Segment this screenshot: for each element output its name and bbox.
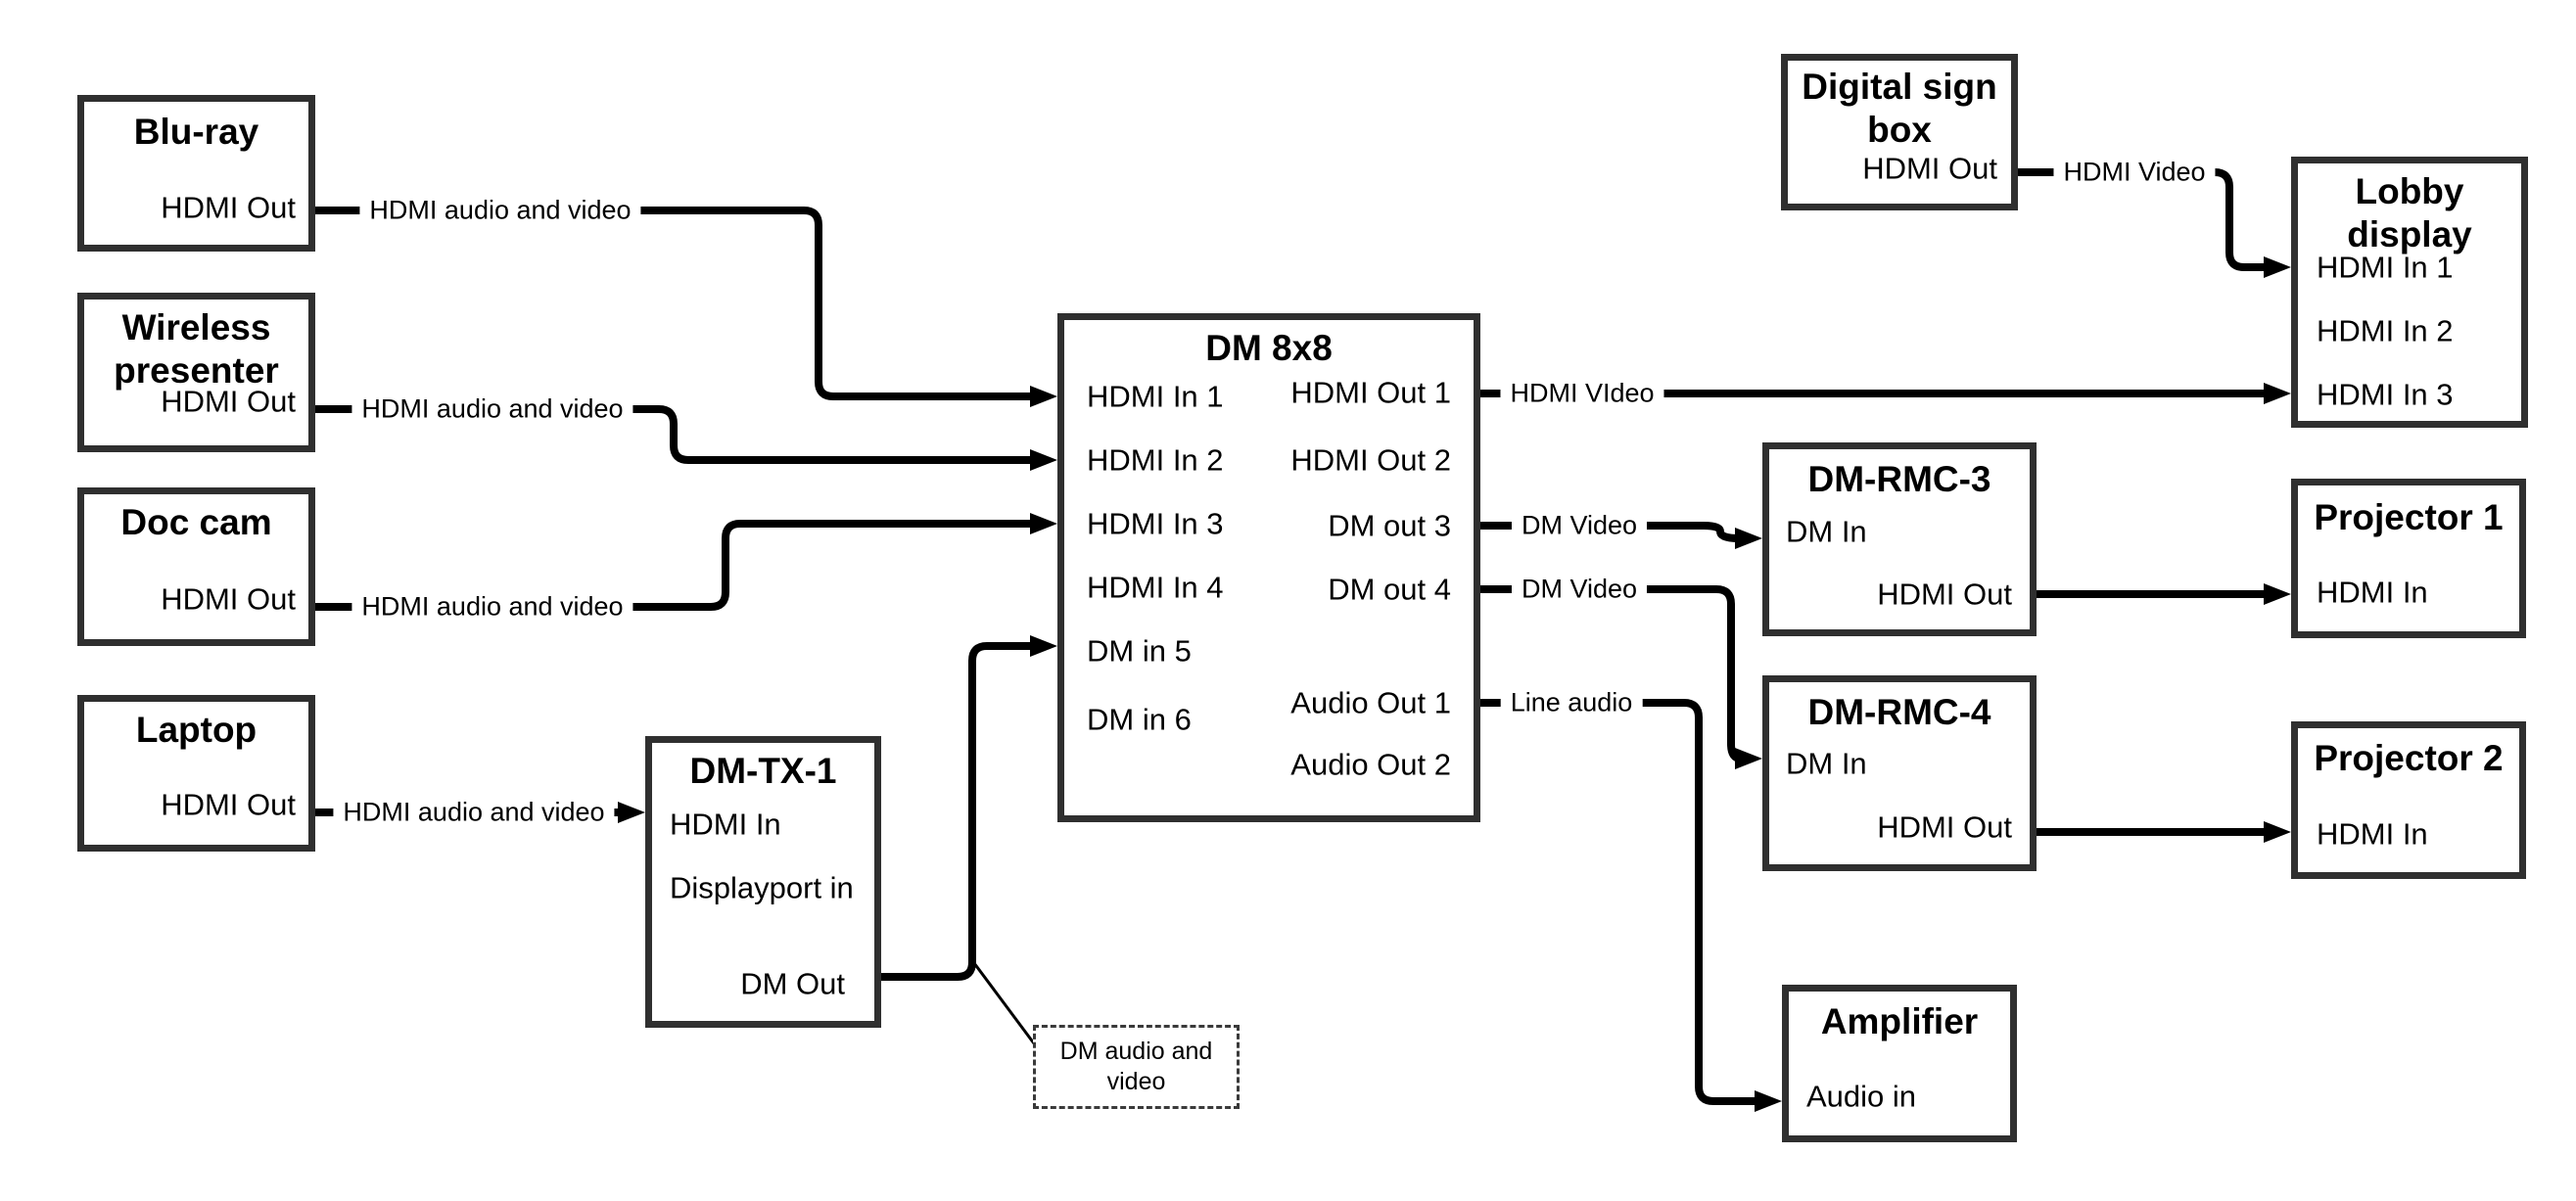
port-dmtx1-dm-out: DM Out xyxy=(740,966,845,1001)
port-dmtx1-hdmi-in: HDMI In xyxy=(670,807,781,842)
port-dm8x8-dm-out-3: DM out 3 xyxy=(1328,508,1451,543)
wire-label-hdmi-video-sign: HDMI Video xyxy=(2053,155,2216,190)
node-bluray-title: Blu-ray xyxy=(133,112,259,152)
port-wireless-hdmi-out: HDMI Out xyxy=(161,384,296,419)
wire-doccam-to-hdmi-in-3 xyxy=(315,520,1034,611)
port-lobby-hdmi-in-3: HDMI In 3 xyxy=(2317,377,2454,412)
arrow-icon xyxy=(2264,256,2291,278)
port-dmrmc4-hdmi-out: HDMI Out xyxy=(1877,809,2012,845)
note-text: DM audio and video xyxy=(1059,1037,1213,1095)
node-dm-rmc-3-title: DM-RMC-3 xyxy=(1807,459,1991,499)
node-dm-tx-1 xyxy=(645,736,881,1028)
port-amp-audio-in: Audio in xyxy=(1806,1079,1917,1114)
node-lobby-display-title: Lobby display xyxy=(2347,171,2472,254)
node-laptop-title: Laptop xyxy=(135,710,258,750)
arrow-icon xyxy=(1030,513,1057,534)
port-proj2-hdmi-in: HDMI In xyxy=(2317,816,2428,852)
port-dm8x8-dm-in-5: DM in 5 xyxy=(1087,633,1192,669)
port-lobby-hdmi-in-2: HDMI In 2 xyxy=(2317,313,2454,348)
arrow-icon xyxy=(618,802,645,823)
wire-label-hdmi-video-out1: HDMI VIdeo xyxy=(1500,376,1664,411)
node-amplifier xyxy=(1782,985,2017,1142)
arrow-icon xyxy=(1030,386,1057,407)
port-dm8x8-audio-out-2: Audio Out 2 xyxy=(1290,747,1451,782)
note-leader-line xyxy=(972,962,1036,1044)
arrow-icon xyxy=(1030,449,1057,471)
node-doc-cam-title: Doc cam xyxy=(120,502,272,542)
arrowheads xyxy=(618,256,2291,1112)
wire-label-doccam: HDMI audio and video xyxy=(351,589,633,624)
arrow-icon xyxy=(2264,821,2291,843)
node-laptop xyxy=(77,695,315,852)
port-dmrmc3-hdmi-out: HDMI Out xyxy=(1877,577,2012,612)
wire-wireless-to-hdmi-in-2 xyxy=(315,405,1034,464)
port-bluray-hdmi-out: HDMI Out xyxy=(161,190,296,225)
port-dmrmc3-dm-in: DM In xyxy=(1786,514,1867,549)
node-dm-8x8 xyxy=(1057,313,1480,822)
node-lobby-display xyxy=(2291,157,2528,428)
arrow-icon xyxy=(1755,1090,1782,1112)
port-dm8x8-dm-in-6: DM in 6 xyxy=(1087,702,1192,737)
wire-label-bluray: HDMI audio and video xyxy=(359,193,641,228)
node-digital-sign-box-title: Digital sign box xyxy=(1802,67,1997,150)
node-dm-8x8-title: DM 8x8 xyxy=(1205,328,1333,368)
port-sign-hdmi-out: HDMI Out xyxy=(1862,151,1997,186)
port-dm8x8-hdmi-out-2: HDMI Out 2 xyxy=(1290,442,1451,478)
port-laptop-hdmi-out: HDMI Out xyxy=(161,787,296,822)
port-dm8x8-hdmi-in-4: HDMI In 4 xyxy=(1087,570,1224,605)
wire-bluray-to-hdmi-in-1 xyxy=(315,207,1034,400)
arrow-icon xyxy=(2264,583,2291,605)
node-dm-rmc-4 xyxy=(1762,675,2037,871)
node-projector-1-title: Projector 1 xyxy=(2314,497,2504,537)
port-dm8x8-hdmi-in-3: HDMI In 3 xyxy=(1087,506,1224,541)
wire-dm-out3-to-dmrmc3 xyxy=(1480,522,1740,542)
node-bluray xyxy=(77,95,315,252)
arrow-icon xyxy=(1735,528,1762,549)
port-doccam-hdmi-out: HDMI Out xyxy=(161,581,296,617)
port-dmrmc4-dm-in: DM In xyxy=(1786,746,1867,781)
node-wireless-presenter-title: Wireless presenter xyxy=(114,307,279,391)
wire-label-line-audio: Line audio xyxy=(1500,685,1643,720)
node-projector-2-title: Projector 2 xyxy=(2314,738,2504,778)
node-projector-1 xyxy=(2291,479,2526,638)
arrow-icon xyxy=(1735,748,1762,769)
node-digital-sign-box xyxy=(1781,54,2018,210)
note-dm-audio-and-video: DM audio and video xyxy=(1033,1025,1240,1109)
port-dm8x8-audio-out-1: Audio Out 1 xyxy=(1290,685,1451,720)
node-dm-rmc-3 xyxy=(1762,442,2037,636)
node-amplifier-title: Amplifier xyxy=(1820,1001,1979,1041)
node-projector-2 xyxy=(2291,721,2526,879)
port-dm8x8-hdmi-out-1: HDMI Out 1 xyxy=(1290,375,1451,410)
wire-label-wireless: HDMI audio and video xyxy=(351,392,633,427)
node-wireless-presenter xyxy=(77,293,315,452)
port-proj1-hdmi-in: HDMI In xyxy=(2317,575,2428,610)
port-dm8x8-dm-out-4: DM out 4 xyxy=(1328,572,1451,607)
wire-sign-to-lobby xyxy=(2018,168,2268,271)
port-lobby-hdmi-in-1: HDMI In 1 xyxy=(2317,250,2454,285)
wire-label-laptop: HDMI audio and video xyxy=(333,795,615,830)
wire-audio-out1-to-amp xyxy=(1480,699,1758,1105)
wire-label-dm-video-out4: DM Video xyxy=(1511,572,1648,607)
arrow-icon xyxy=(1030,635,1057,657)
port-dm8x8-hdmi-in-2: HDMI In 2 xyxy=(1087,442,1224,478)
port-dm8x8-hdmi-in-1: HDMI In 1 xyxy=(1087,379,1224,414)
node-doc-cam xyxy=(77,487,315,646)
node-dm-rmc-4-title: DM-RMC-4 xyxy=(1807,692,1991,732)
wire-dmtx1-to-dm-in-5 xyxy=(881,642,1034,981)
arrow-icon xyxy=(2264,383,2291,404)
port-dmtx1-displayport-in: Displayport in xyxy=(670,870,854,905)
node-dm-tx-1-title: DM-TX-1 xyxy=(689,751,837,791)
wire-label-dm-video-out3: DM Video xyxy=(1511,508,1648,543)
